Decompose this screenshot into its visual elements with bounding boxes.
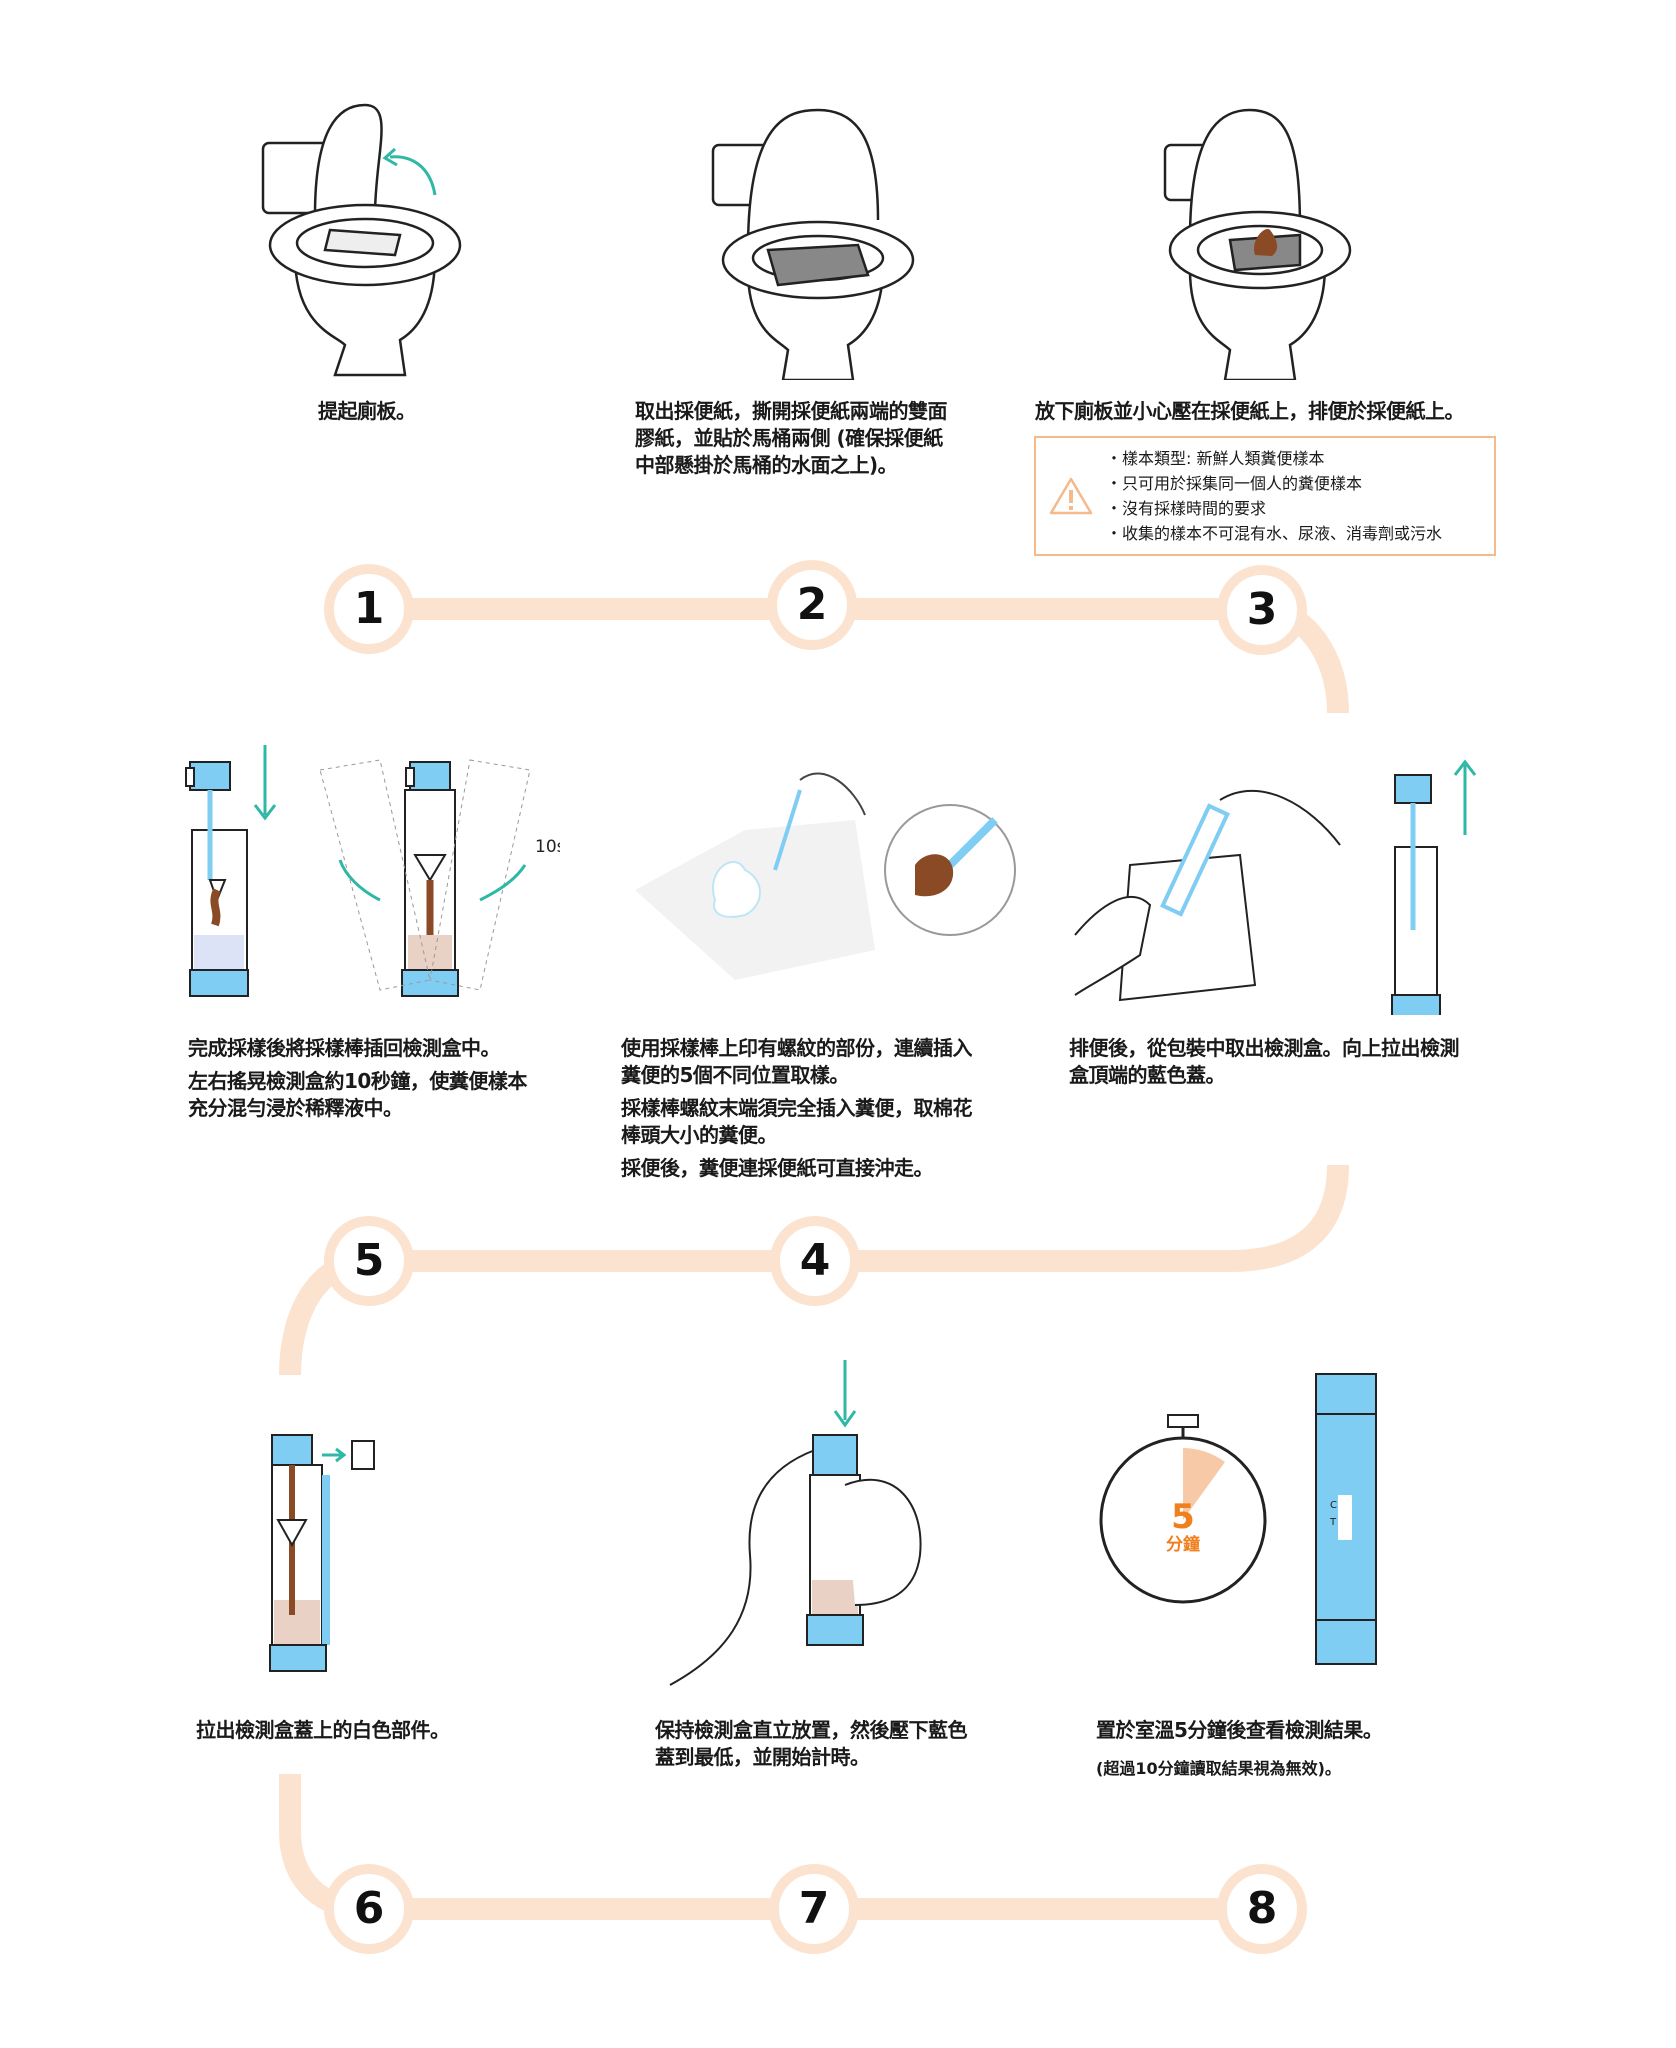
step-number-1: 1 (324, 564, 414, 654)
open-package-illustration (1074, 759, 1477, 1015)
stool-sample-icon (210, 888, 221, 927)
step-4-text: 使用採樣棒上印有螺紋的部份，連續插入糞便的5個不同位置取樣。 採樣棒螺紋末端須完… (621, 1036, 973, 1180)
step-3-text: 放下廁板並小心壓在採便紙上，排便於採便紙上。 (1035, 399, 1465, 423)
shake-tube-illustration: 10s (185, 745, 560, 997)
step-7-text: 保持檢測盒直立放置，然後壓下藍色蓋到最低，並開始計時。 (655, 1718, 968, 1769)
warning-item: 只可用於採集同一個人的糞便樣本 (1106, 471, 1484, 496)
step-5-text: 完成採樣後將採樣棒插回檢測盒中。 左右搖晃檢測盒約10秒鐘，使糞便樣本充分混勻浸… (188, 1036, 527, 1120)
warning-item: 樣本類型: 新鮮人類糞便樣本 (1106, 446, 1484, 471)
step-text-line: 排便後，從包裝中取出檢測盒。向上拉出檢測 (1069, 1036, 1460, 1060)
test-line-label: T (1329, 1517, 1337, 1528)
step-6-text: 拉出檢測盒蓋上的白色部件。 (196, 1718, 450, 1742)
control-line-label: C (1330, 1500, 1337, 1511)
step-8-text: 置於室溫5分鐘後查看檢測結果。 (1096, 1718, 1383, 1742)
step-2-text: 取出採便紙，撕開採便紙兩端的雙面膠紙，並貼於馬桶兩側 (確保採便紙中部懸掛於馬桶… (635, 399, 948, 477)
step-number-8: 8 (1217, 1864, 1307, 1954)
step-number-6: 6 (324, 1864, 414, 1954)
step-number-5: 5 (324, 1216, 414, 1306)
rotate-right-arrow-icon (479, 864, 527, 902)
step-number-3: 3 (1217, 565, 1307, 655)
test-cassette-illustration: C T (1315, 1373, 1377, 1665)
remove-white-part-illustration (269, 1434, 375, 1672)
toilet-paper-illustration (711, 108, 915, 380)
warning-item: 沒有採樣時間的要求 (1106, 496, 1484, 521)
step-8-note: (超過10分鐘讀取結果視為無效)。 (1096, 1759, 1341, 1778)
step-number-7: 7 (769, 1864, 859, 1954)
rotate-left-arrow-icon (338, 859, 381, 902)
step-1-text: 提起廁板。 (318, 399, 416, 423)
step-3b-text-note: 排便後，從包裝中取出檢測盒。向上拉出檢測盒頂端的藍色蓋。 (1069, 1035, 1460, 1089)
step-number-4: 4 (770, 1216, 860, 1306)
sampling-illustration (635, 772, 1016, 980)
white-part-icon (351, 1440, 375, 1470)
press-cap-illustration (669, 1360, 922, 1686)
warning-item: 收集的樣本不可混有水、尿液、消毒劑或污水 (1106, 521, 1484, 546)
timer-icon: 5 分鐘 (1099, 1414, 1267, 1604)
warning-box: 樣本類型: 新鮮人類糞便樣本 只可用於採集同一個人的糞便樣本 沒有採樣時間的要求… (1034, 436, 1496, 556)
result-window (1338, 1495, 1352, 1540)
stool-icon (1253, 229, 1278, 256)
shake-duration-label: 10s (535, 837, 560, 857)
warning-triangle-icon (1049, 477, 1093, 515)
step-text-line: 盒頂端的藍色蓋。 (1069, 1063, 1226, 1087)
timer-unit: 分鐘 (1166, 1534, 1200, 1555)
toilet-lift-seat-illustration (261, 103, 462, 377)
lift-arrow-icon (389, 155, 437, 196)
toilet-stool-illustration (1163, 108, 1352, 380)
timer-value: 5 (1171, 1497, 1195, 1537)
step-number-2: 2 (767, 560, 857, 650)
